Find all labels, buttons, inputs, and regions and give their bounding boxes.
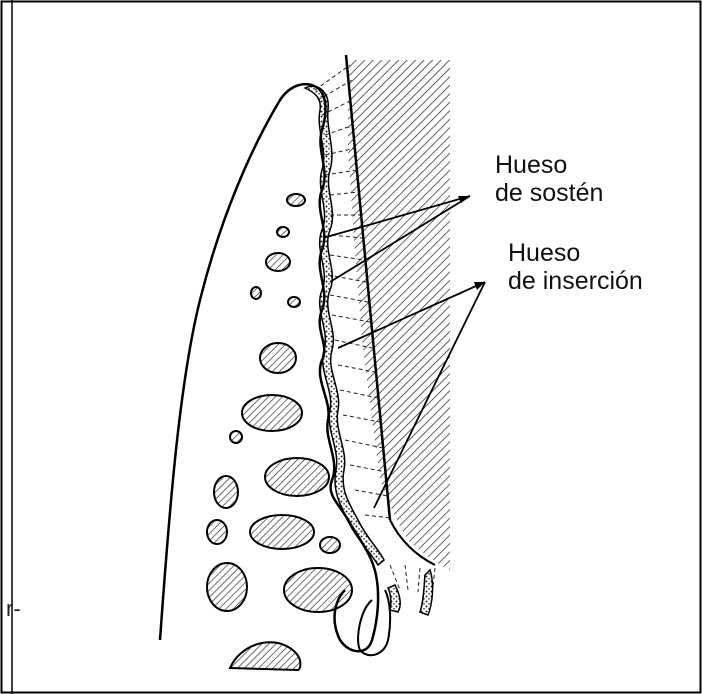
crest-fragment-right — [420, 570, 433, 615]
alveolar-crest-loop — [358, 590, 390, 655]
crest-fragment-left — [388, 585, 400, 612]
label-hueso-de-insercion-line1: Hueso — [508, 238, 580, 268]
label-hueso-de-insercion-line2: de inserción — [508, 266, 643, 296]
arrowheads — [458, 196, 485, 290]
edge-text-fragment: r- — [6, 596, 21, 622]
tooth-root — [348, 60, 450, 570]
label-hueso-de-sosten-line1: Hueso — [495, 150, 567, 180]
label-hueso-de-sosten-line2: de sostén — [495, 178, 603, 208]
